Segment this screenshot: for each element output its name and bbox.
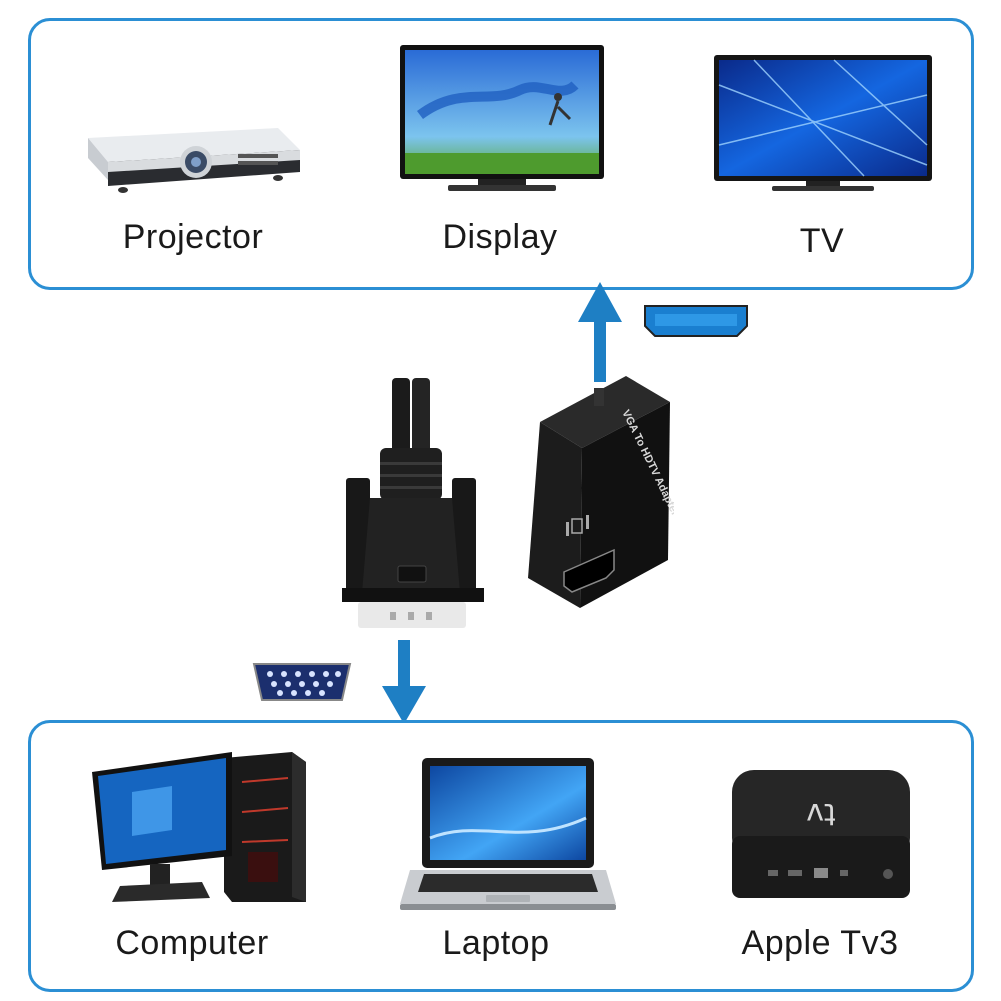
hdmi-port-icon — [643, 304, 749, 338]
up-arrow-icon — [578, 282, 622, 382]
display-label: Display — [442, 218, 558, 256]
apple-tv-label: Apple Tv3 — [741, 924, 899, 962]
laptop-image — [400, 758, 616, 912]
projector-label: Projector — [122, 218, 264, 256]
vga-port-icon — [252, 662, 352, 702]
down-arrow-icon — [382, 640, 426, 724]
vga-to-hdtv-adapter: VGA To HDTV Adapter — [522, 372, 674, 612]
tv-image — [714, 55, 932, 195]
computer-image — [92, 752, 316, 908]
vga-cable-connector — [340, 378, 486, 630]
computer-label: Computer — [115, 924, 269, 962]
display-image — [400, 45, 604, 195]
laptop-label: Laptop — [442, 924, 550, 962]
projector-image — [78, 110, 308, 200]
apple-tv-image: tv — [728, 766, 914, 902]
apple-tv-logo: tv — [806, 796, 836, 831]
tv-label: TV — [799, 222, 845, 260]
